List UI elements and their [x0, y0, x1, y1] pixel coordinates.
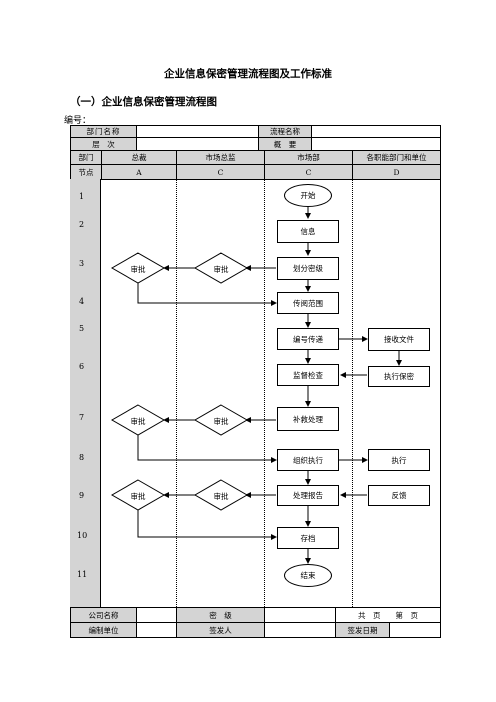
approve-diamond — [193, 479, 249, 511]
issue-date-field[interactable] — [389, 622, 441, 638]
node-number: 7 — [79, 413, 85, 422]
approve-label: 审批 — [130, 265, 146, 274]
node-number: 2 — [79, 220, 85, 229]
feedback-step: 反馈 — [368, 485, 430, 506]
execute-step: 执行 — [368, 449, 430, 471]
section-title: （一）企业信息保密管理流程图 — [70, 96, 217, 108]
report-step: 处理报告 — [277, 485, 339, 506]
approve-label: 审批 — [213, 492, 229, 501]
node-number: 8 — [79, 453, 85, 462]
node-number: 3 — [79, 259, 85, 268]
node-column — [70, 179, 101, 607]
page-title: 企业信息保密管理流程图及工作标准 — [164, 68, 332, 80]
supervise-step: 监督检查 — [277, 364, 339, 386]
secret-level-field[interactable] — [264, 607, 336, 623]
lane-divider — [176, 179, 177, 607]
node-number: 5 — [79, 324, 85, 333]
scope-step: 传阅范围 — [277, 292, 339, 314]
approve-diamond — [193, 252, 249, 284]
issuer-label: 签发人 — [176, 622, 265, 638]
approve-label: 审批 — [130, 492, 146, 501]
classify-step: 划分密级 — [277, 257, 339, 280]
approve-diamond — [193, 404, 249, 436]
organize-step: 组织执行 — [277, 449, 339, 471]
number-label: 编号： — [64, 116, 92, 126]
node-number: 4 — [79, 297, 85, 306]
remedy-step: 补救处理 — [277, 407, 339, 431]
end-node: 结束 — [284, 564, 332, 587]
secret-level-label: 密 级 — [176, 607, 265, 623]
node-number: 11 — [77, 570, 88, 579]
approve-label: 审批 — [130, 417, 146, 426]
approve-diamond — [110, 252, 166, 284]
node-number: 1 — [79, 192, 85, 201]
node-number: 6 — [79, 362, 85, 371]
company-name-label: 公司名称 — [70, 607, 137, 623]
compiler-label: 编制单位 — [70, 622, 137, 638]
issuer-field[interactable] — [264, 622, 336, 638]
start-node: 开始 — [284, 184, 332, 207]
number-transfer-step: 编号传递 — [277, 328, 339, 350]
issue-date-label: 签发日期 — [335, 622, 390, 638]
approve-diamond — [110, 404, 166, 436]
approve-label: 审批 — [213, 417, 229, 426]
company-name-field[interactable] — [136, 607, 177, 623]
receive-file-step: 接收文件 — [368, 328, 430, 351]
node-number: 9 — [79, 491, 85, 500]
keep-secret-step: 执行保密 — [368, 366, 430, 387]
node-number: 10 — [77, 531, 88, 540]
info-step: 信息 — [277, 220, 339, 243]
page-count: 共 页 第 页 — [335, 607, 441, 623]
lane-divider — [352, 179, 353, 607]
lane-divider — [264, 179, 265, 607]
archive-step: 存档 — [277, 527, 339, 549]
approve-diamond — [110, 479, 166, 511]
approve-label: 审批 — [213, 265, 229, 274]
compiler-field[interactable] — [136, 622, 177, 638]
